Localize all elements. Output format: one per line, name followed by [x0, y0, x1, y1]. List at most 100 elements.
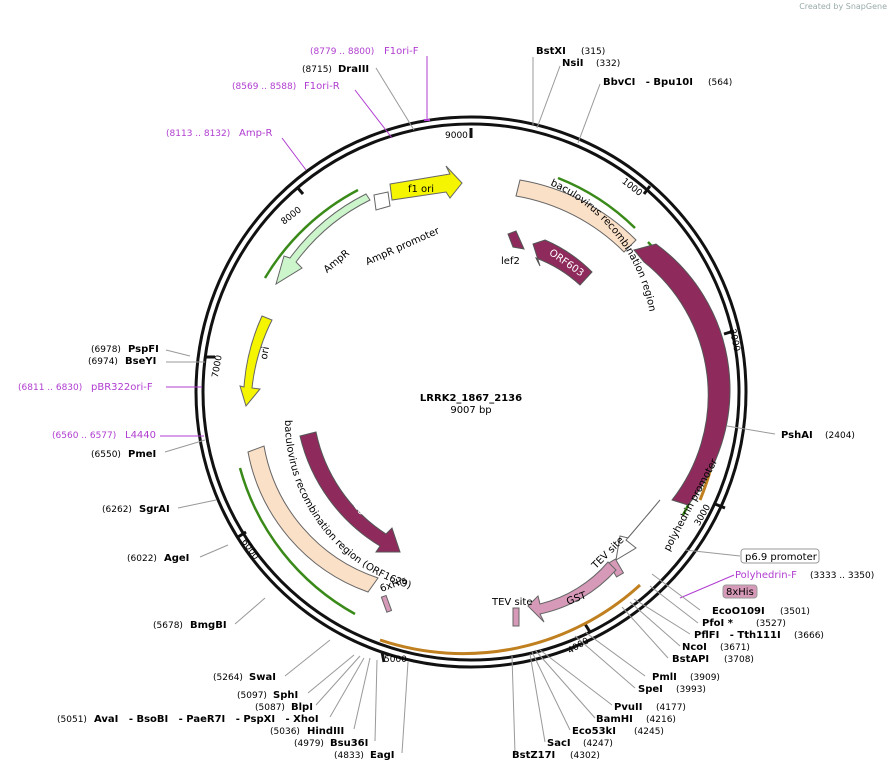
primer-ampr-name: Amp-R: [239, 128, 273, 139]
lef2-arrow: [507, 230, 525, 250]
enzyme-saci: SacI: [547, 738, 571, 749]
primer-pbr322-range: (6811 .. 6830): [18, 383, 82, 393]
gus-arrow: [633, 243, 731, 506]
enzyme-bmgbi: BmgBI: [190, 620, 227, 631]
svg-text:(6974): (6974): [88, 357, 118, 367]
ruler-label-9000: 9000: [445, 131, 468, 141]
primer-polyhedrin-f-range: (3333 .. 3350): [810, 571, 874, 581]
backbone: [194, 115, 748, 669]
enzyme-pmli: PmlI: [652, 672, 677, 683]
enzyme-avai-group: AvaI - BsoBI - PaeR7I - PspXI - XhoI: [94, 714, 319, 725]
enzyme-leaders: [164, 57, 776, 754]
svg-text:(4177): (4177): [656, 703, 686, 713]
svg-text:(3666): (3666): [794, 631, 824, 641]
ruler-label-7000: 7000: [211, 354, 225, 379]
svg-text:(2404): (2404): [825, 431, 855, 441]
primers: (8779 .. 8800) F1ori-F (8569 .. 8588) F1…: [18, 46, 874, 599]
enzyme-bstxi: BstXI: [536, 46, 566, 57]
svg-text:(3527): (3527): [756, 619, 786, 629]
primer-l4440-name: L4440: [125, 430, 156, 441]
svg-text:(4302): (4302): [570, 751, 600, 761]
svg-text:(3501): (3501): [780, 607, 810, 617]
ruler-label-5000: 5000: [384, 655, 407, 665]
enzyme-swai: SwaI: [249, 672, 276, 683]
arc-orf1629-green: [238, 467, 356, 616]
enzyme-pflfi: PflFI - Tth111I: [694, 630, 781, 641]
enzyme-eagi: EagI: [370, 750, 394, 761]
primer-f1ori-r-range: (8569 .. 8588): [232, 82, 296, 92]
gus-label: GUS: [676, 375, 691, 398]
orf603-arrow: [532, 239, 593, 286]
arc-lef2-green: [557, 176, 636, 229]
enzyme-agei: AgeI: [164, 553, 189, 564]
enzyme-pvuii: PvuII: [614, 702, 642, 713]
plasmid-size: 9007 bp: [450, 405, 491, 416]
primer-ampr-range: (8113 .. 8132): [166, 129, 230, 139]
svg-text:(4979): (4979): [294, 739, 324, 749]
svg-text:(4216): (4216): [646, 715, 676, 725]
enzyme-ncoi: NcoI: [682, 642, 707, 653]
p69-promoter-box: [740, 548, 820, 564]
enzyme-bbvci: BbvCI - Bpu10I: [603, 77, 693, 88]
polyhedrin-promoter-arrow: [615, 499, 661, 561]
enzyme-sgrai: SgrAI: [139, 504, 170, 515]
enzyme-bseyi: BseYI: [125, 356, 156, 367]
ruler-label-2000: 2000: [727, 328, 742, 353]
ori-arrow: [239, 315, 273, 408]
enzyme-bamhi: BamHI: [596, 714, 633, 725]
svg-text:(315): (315): [581, 47, 605, 57]
svg-text:(6978): (6978): [91, 345, 121, 355]
bac-rec-lef2-arrow: [515, 179, 637, 253]
ampr-promoter-label: AmpR promoter: [364, 225, 442, 268]
svg-text:(3909): (3909): [690, 673, 720, 683]
svg-text:(8715): (8715): [302, 65, 332, 75]
ampr-promoter-arrow: [373, 191, 391, 211]
ampr-arrow: [275, 193, 371, 286]
svg-text:(3993): (3993): [676, 685, 706, 695]
enzyme-labels: BstXI (315) NsiI (332) BbvCI - Bpu10I (5…: [57, 46, 855, 761]
enzyme-draiii: DraIII: [338, 64, 369, 75]
svg-text:(5097): (5097): [237, 691, 267, 701]
enzyme-pfoi: PfoI *: [702, 618, 734, 629]
gst-arrow: [527, 561, 617, 623]
svg-text:(3671): (3671): [720, 643, 750, 653]
enzyme-pspfi: PspFI: [128, 344, 159, 355]
svg-text:(332): (332): [596, 59, 620, 69]
primer-f1ori-f-range: (8779 .. 8800): [310, 47, 374, 57]
primer-polyhedrin-f-name: Polyhedrin-F: [735, 570, 797, 581]
tev-site-2-label: TEV site: [491, 597, 533, 608]
enzyme-bstapi: BstAPI: [672, 654, 709, 665]
svg-text:(4245): (4245): [634, 727, 664, 737]
svg-text:(564): (564): [708, 78, 732, 88]
svg-text:(6262): (6262): [102, 505, 132, 515]
ruler-label-6000: 6000: [239, 537, 260, 562]
lef2-label: lef2: [501, 256, 520, 267]
svg-text:(5036): (5036): [270, 727, 300, 737]
orf1629-arrow: [299, 431, 401, 553]
primer-f1ori-f-name: F1ori-F: [384, 46, 419, 57]
enzyme-eco53ki: Eco53kI: [572, 726, 616, 737]
svg-text:(5678): (5678): [153, 621, 183, 631]
svg-text:(5264): (5264): [213, 673, 243, 683]
enzyme-hindiii: HindIII: [307, 726, 344, 737]
ori-label: ori: [259, 346, 272, 361]
primer-l4440-range: (6560 .. 6577): [52, 431, 116, 441]
enzyme-bstz17i: BstZ17I: [512, 750, 555, 761]
svg-text:(3708): (3708): [724, 655, 754, 665]
arc-ampr-green: [263, 188, 359, 279]
bac-rec-orf1629-arrow: [247, 445, 379, 593]
enzyme-pmei: PmeI: [128, 449, 156, 460]
svg-text:(6022): (6022): [127, 554, 157, 564]
arc-orange-2: [379, 583, 642, 656]
enzyme-sphi: SphI: [273, 690, 298, 701]
enzyme-pshai: PshAI: [781, 430, 813, 441]
svg-text:(5051): (5051): [57, 715, 87, 725]
primer-f1ori-r-name: F1ori-R: [304, 81, 340, 92]
enzyme-spei: SpeI: [638, 684, 663, 695]
ruler-label-1000: 1000: [619, 177, 643, 199]
his8-label: 8xHis: [726, 587, 754, 598]
plasmid-name: LRRK2_1867_2136: [420, 393, 522, 404]
enzyme-blpi: BlpI: [291, 702, 313, 713]
f1-ori-label: f1 ori: [408, 184, 434, 195]
